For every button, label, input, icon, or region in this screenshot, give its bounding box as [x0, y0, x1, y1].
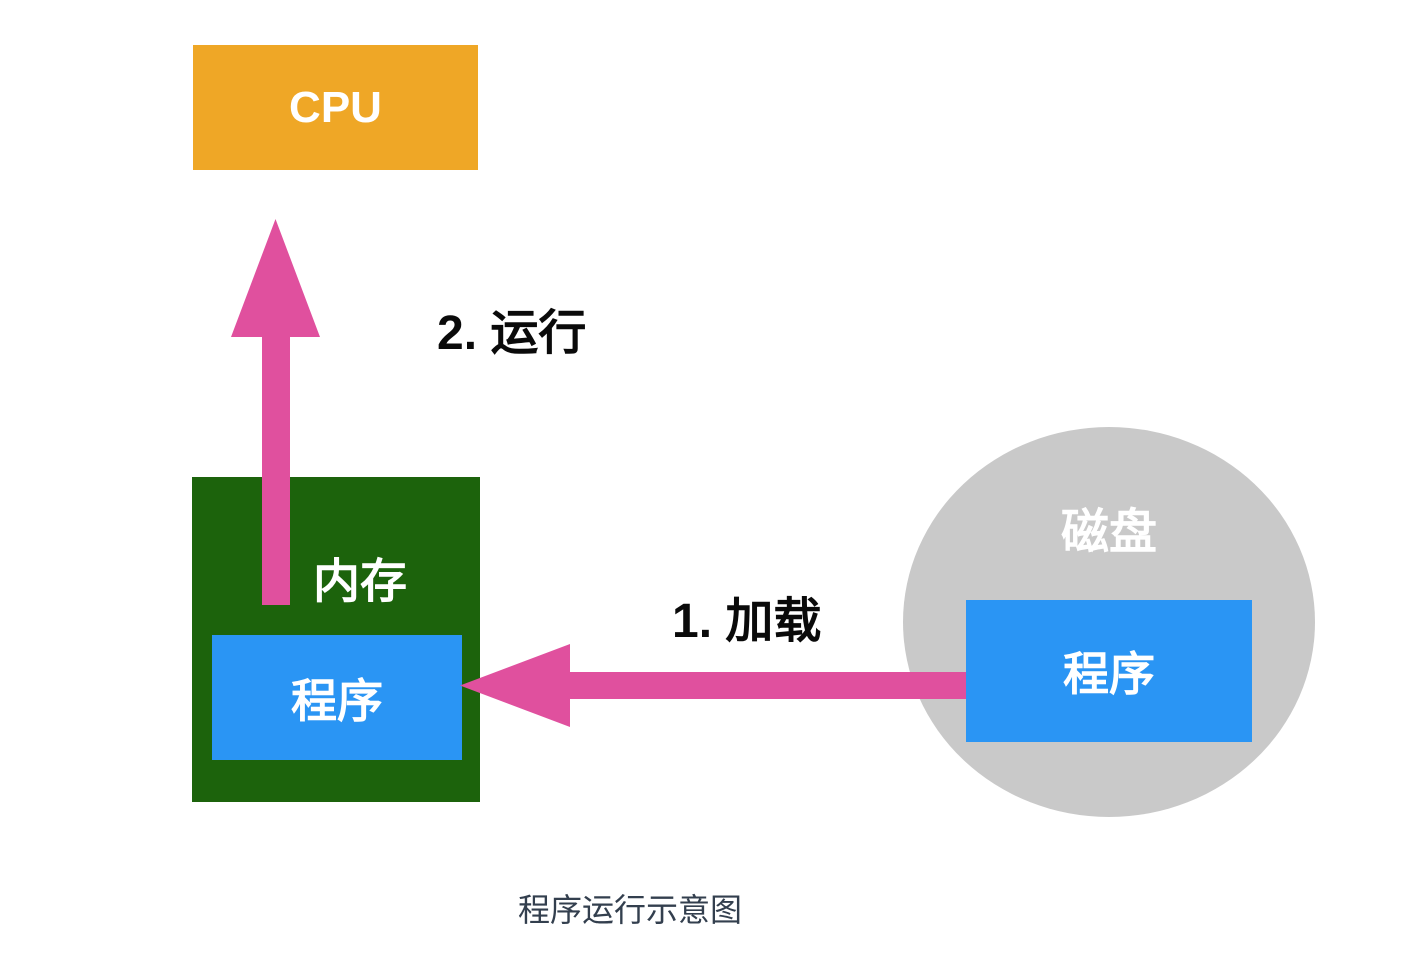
- load-arrow-icon: [460, 644, 966, 727]
- memory-program-box: 程序: [212, 635, 462, 760]
- disk-program-label: 程序: [1063, 648, 1155, 700]
- memory-program-label: 程序: [291, 674, 383, 727]
- diagram-caption: 程序运行示意图: [517, 892, 743, 928]
- run-arrow-label: 2. 运行: [437, 307, 587, 360]
- load-arrow-label: 1. 加载: [672, 595, 822, 648]
- cpu-box: CPU: [193, 45, 478, 170]
- disk-program-box: 程序: [966, 600, 1252, 742]
- memory-label: 内存: [313, 554, 407, 608]
- disk-label: 磁盘: [1060, 506, 1158, 559]
- cpu-label: CPU: [289, 82, 382, 132]
